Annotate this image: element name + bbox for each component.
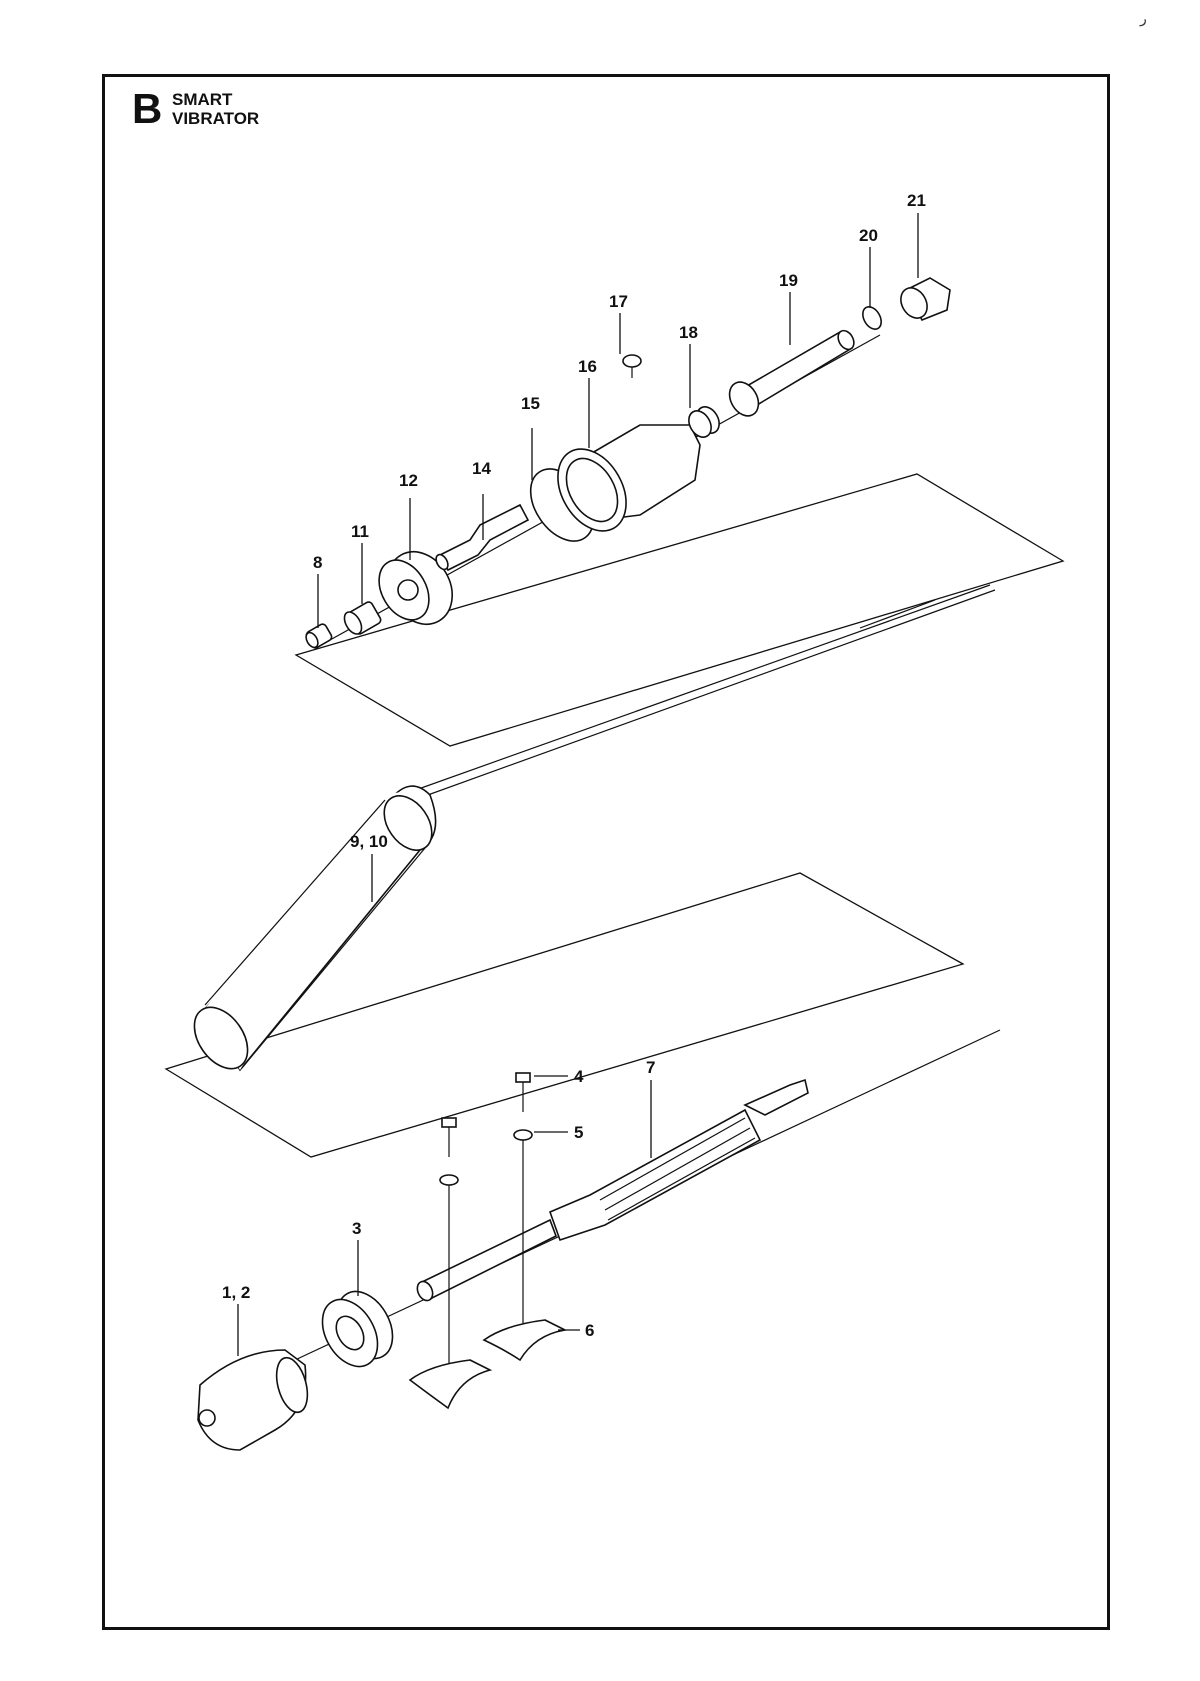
corner-mark: ر bbox=[1140, 10, 1147, 26]
section-title-line2: VIBRATOR bbox=[172, 109, 260, 128]
callout-20: 20 bbox=[859, 226, 878, 245]
callout-15: 15 bbox=[521, 394, 540, 413]
section-letter: B bbox=[132, 85, 163, 132]
lower-assembly-plane bbox=[164, 872, 965, 1158]
callout-1-2: 1, 2 bbox=[222, 1283, 250, 1302]
callout-17: 17 bbox=[609, 292, 628, 311]
callout-19: 19 bbox=[779, 271, 798, 290]
part-6-shell-second bbox=[408, 1359, 493, 1410]
callout-11: 11 bbox=[351, 522, 369, 541]
diagram-frame bbox=[102, 74, 1110, 1630]
part-14-shaft bbox=[435, 503, 530, 572]
callout-16: 16 bbox=[578, 357, 597, 376]
callout-12: 12 bbox=[399, 471, 418, 490]
part-5-washer-second bbox=[439, 1174, 459, 1186]
section-title-line1: SMART bbox=[172, 90, 233, 109]
callout-8: 8 bbox=[313, 553, 322, 572]
section-title: SMART VIBRATOR bbox=[172, 90, 259, 128]
callout-21: 21 bbox=[907, 191, 926, 210]
callout-6: 6 bbox=[585, 1321, 594, 1340]
callout-7: 7 bbox=[646, 1058, 655, 1077]
callout-18: 18 bbox=[679, 323, 698, 342]
drive-cable bbox=[409, 584, 996, 801]
callout-14: 14 bbox=[472, 459, 491, 478]
callout-9-10: 9, 10 bbox=[350, 832, 388, 851]
part-21-nut bbox=[900, 277, 951, 322]
callout-4: 4 bbox=[574, 1067, 584, 1086]
part-18-bushing bbox=[688, 406, 720, 438]
callout-3: 3 bbox=[352, 1219, 361, 1238]
part-4-screw bbox=[515, 1072, 531, 1112]
part-8-sleeve bbox=[305, 623, 333, 649]
leader-lines bbox=[237, 213, 919, 1356]
part-3-bearing bbox=[321, 1290, 394, 1368]
part-4-screw-second bbox=[441, 1117, 457, 1157]
tube-part-9-10 bbox=[193, 785, 437, 1072]
part-1-2-tip bbox=[197, 1349, 309, 1451]
part-11-bearing bbox=[343, 601, 382, 635]
upper-assembly-plane bbox=[294, 473, 1065, 747]
part-19-tube bbox=[728, 329, 855, 417]
part-20-washer bbox=[862, 306, 882, 330]
part-6-shell bbox=[482, 1319, 568, 1362]
part-7-rotor-shaft bbox=[416, 1078, 809, 1302]
part-12-weight bbox=[378, 551, 453, 625]
callout-5: 5 bbox=[574, 1123, 583, 1142]
part-5-washer bbox=[513, 1129, 533, 1141]
part-16-housing bbox=[557, 424, 701, 532]
part-17-screw bbox=[622, 354, 642, 378]
